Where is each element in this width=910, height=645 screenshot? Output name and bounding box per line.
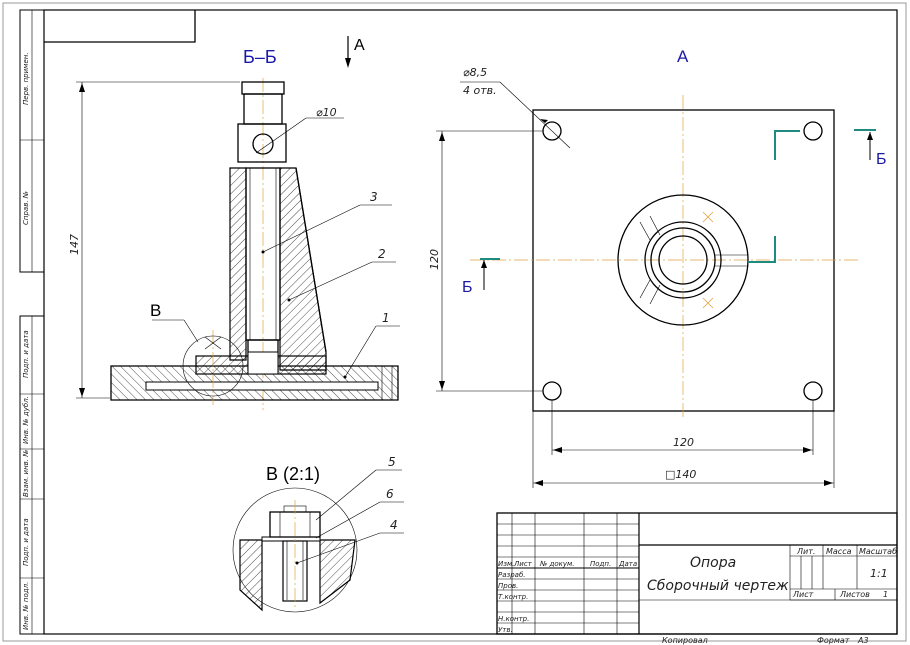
view-a — [470, 95, 876, 420]
strip-label: Справ. № — [22, 191, 30, 225]
balloon-4: 4 — [390, 518, 398, 532]
balloon-3: 3 — [370, 190, 378, 204]
col-list: Лист — [513, 560, 533, 568]
format-value: А3 — [857, 636, 869, 645]
row-utv: Утв. — [498, 626, 513, 634]
detail-marker: В — [150, 301, 161, 320]
row-nkontr: Н.контр. — [498, 615, 529, 623]
height-label: 147 — [68, 234, 81, 255]
strip-label: Инв. № подл. — [22, 582, 30, 630]
title-block — [496, 512, 898, 635]
balloon-1: 1 — [382, 311, 390, 325]
row-razrab: Разраб. — [498, 571, 526, 579]
view-arrow — [345, 36, 351, 68]
strip-label: Инв. № дубл. — [22, 396, 30, 444]
lit-label: Лит. — [796, 547, 815, 556]
view-arrow-label: А — [354, 37, 365, 54]
title-subname: Сборочный чертеж — [647, 578, 789, 594]
hole-diameter-label: ⌀8,5 — [463, 66, 487, 79]
row-prov: Пров. — [498, 582, 518, 590]
copied-label: Копировал — [662, 636, 708, 645]
side-strip: Перв. примен. Справ. № Подп. и дата Инв.… — [19, 9, 45, 635]
square-140-label: □140 — [665, 468, 696, 481]
strip-label: Подп. и дата — [22, 518, 30, 566]
list-label: Лист — [792, 590, 814, 599]
strip-label: Перв. примен. — [22, 52, 30, 105]
balloon-5: 5 — [388, 455, 396, 469]
vertical-120-label: 120 — [428, 249, 441, 270]
view-a-title: А — [677, 47, 689, 66]
row-tkontr: Т.контр. — [498, 593, 528, 601]
detail-title: В (2:1) — [266, 464, 320, 484]
section-view — [110, 78, 399, 410]
hole-count-label: 4 отв. — [463, 84, 497, 97]
strip-label: Подп. и дата — [22, 330, 30, 378]
pin-diameter-label: ⌀10 — [316, 106, 337, 119]
top-left-stamp — [44, 10, 196, 43]
scale-value: 1:1 — [870, 567, 888, 580]
col-docnum: № докум. — [539, 560, 575, 568]
col-izm: Изм. — [498, 560, 514, 568]
horizontal-120-label: 120 — [673, 436, 694, 449]
massa-label: Масса — [826, 547, 852, 556]
listov-value: 1 — [883, 590, 888, 599]
strip-label: Взам. инв. № — [22, 449, 30, 497]
title-name: Опора — [690, 555, 736, 571]
cut-label-left: Б — [462, 279, 473, 296]
listov-label: Листов — [839, 590, 870, 599]
cut-label-right: Б — [876, 151, 887, 168]
col-date: Дата — [618, 560, 637, 568]
format-label: Формат — [817, 636, 850, 645]
col-sign: Подп. — [590, 560, 611, 568]
balloon-6: 6 — [386, 487, 394, 501]
balloon-2: 2 — [378, 247, 386, 261]
masshtab-label: Масштаб — [859, 547, 897, 556]
dimension-height — [76, 81, 240, 399]
detail-view — [232, 487, 358, 613]
inner-frame — [43, 9, 898, 635]
section-title: Б–Б — [243, 47, 277, 67]
